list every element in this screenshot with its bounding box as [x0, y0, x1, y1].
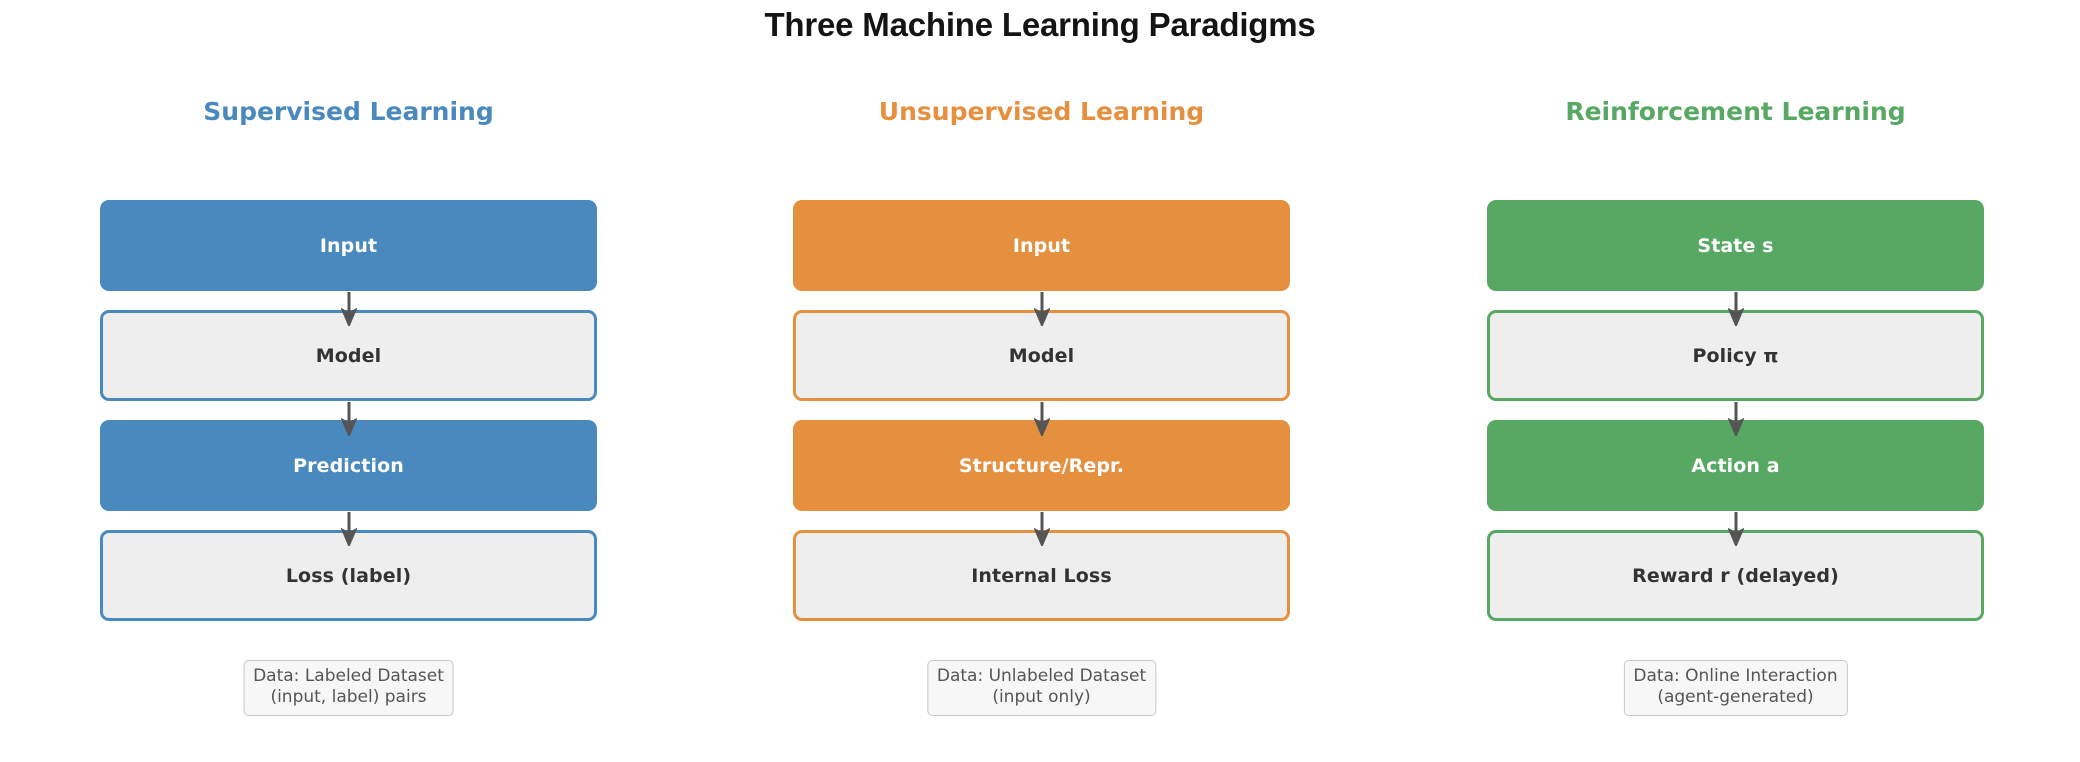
flow-box-reinforcement-0: State s	[1487, 200, 1984, 291]
flow-box-supervised-0: Input	[100, 200, 597, 291]
data-note-line-2: (agent-generated)	[1657, 687, 1814, 708]
column-unsupervised: Unsupervised Learning Input Model Struct…	[793, 0, 1290, 762]
data-note-unsupervised: Data: Unlabeled Dataset (input only)	[926, 660, 1157, 716]
column-title-supervised: Supervised Learning	[203, 97, 494, 126]
down-arrow-icon	[1033, 402, 1051, 438]
down-arrow-icon	[340, 292, 358, 328]
data-note-line-2: (input, label) pairs	[270, 687, 427, 708]
column-title-reinforcement: Reinforcement Learning	[1565, 97, 1906, 126]
figure-title: Three Machine Learning Paradigms	[764, 6, 1316, 43]
data-note-line-1: Data: Online Interaction	[1633, 666, 1838, 686]
column-reinforcement: Reinforcement Learning State s Policy π …	[1487, 0, 1984, 762]
down-arrow-icon	[1727, 402, 1745, 438]
column-supervised: Supervised Learning Input Model Predicti…	[100, 0, 597, 762]
down-arrow-icon	[1727, 292, 1745, 328]
down-arrow-icon	[340, 512, 358, 548]
down-arrow-icon	[340, 402, 358, 438]
down-arrow-icon	[1727, 512, 1745, 548]
down-arrow-icon	[1033, 292, 1051, 328]
down-arrow-icon	[1033, 512, 1051, 548]
data-note-line-1: Data: Labeled Dataset	[253, 666, 444, 686]
data-note-line-2: (input only)	[992, 687, 1091, 708]
column-title-unsupervised: Unsupervised Learning	[878, 97, 1205, 126]
data-note-reinforcement: Data: Online Interaction (agent-generate…	[1623, 660, 1848, 716]
flow-box-unsupervised-0: Input	[793, 200, 1290, 291]
data-note-line-1: Data: Unlabeled Dataset	[936, 666, 1147, 686]
data-note-supervised: Data: Labeled Dataset (input, label) pai…	[243, 660, 454, 716]
